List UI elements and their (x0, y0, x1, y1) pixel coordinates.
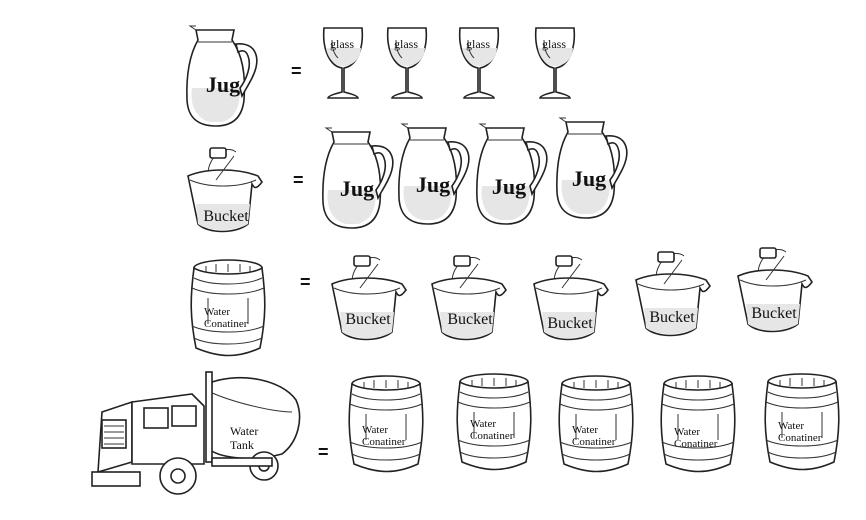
jug-label: Jug (491, 174, 527, 199)
glass-label: glass (466, 37, 490, 51)
equals-sign: = (291, 61, 302, 81)
bucket-icon (187, 147, 263, 233)
equals-sign: = (300, 272, 311, 292)
water-container-label-line2: Conatiner (470, 430, 514, 442)
water-tank-label-line2: Tank (230, 438, 254, 452)
jug-label: Jug (339, 176, 375, 201)
equals-sign: = (318, 442, 329, 462)
water-container-label: Water Conatiner (470, 418, 513, 442)
bucket-icon (533, 255, 609, 341)
bucket-label: Bucket (751, 305, 797, 322)
water-container-label-line2: Conatiner (778, 432, 822, 444)
bucket-icon (431, 255, 507, 341)
jug-label: Jug (205, 72, 241, 97)
water-container-label-line2: Conatiner (362, 436, 406, 448)
water-tank-truck-icon (91, 371, 301, 495)
water-container-label-line1: Water (470, 418, 496, 430)
water-tank-label: Water Tank (230, 424, 258, 452)
bucket-icon (635, 251, 711, 337)
water-container-label-line1: Water (204, 306, 230, 318)
water-container-label: Water Conatiner (778, 420, 821, 444)
barrel-icon (660, 375, 736, 473)
water-container-label: Water Conatiner (674, 426, 717, 450)
bucket-label: Bucket (203, 208, 249, 225)
water-container-label-line2: Conatiner (204, 318, 248, 330)
glass-label: glass (394, 37, 418, 51)
bucket-label: Bucket (447, 311, 493, 328)
bucket-icon (331, 255, 407, 341)
bucket-label: Bucket (547, 315, 593, 332)
water-container-label-line1: Water (362, 424, 388, 436)
bucket-label: Bucket (649, 309, 695, 326)
equals-sign: = (293, 170, 304, 190)
water-container-label-line2: Conatiner (572, 436, 616, 448)
glass-label: glass (330, 37, 354, 51)
water-container-label-line1: Water (778, 420, 804, 432)
water-container-label-line1: Water (572, 424, 598, 436)
jug-label: Jug (571, 166, 607, 191)
jug-icon (476, 123, 548, 225)
water-container-label: Water Conatiner (572, 424, 615, 448)
water-container-label-line2: Conatiner (674, 438, 718, 450)
water-container-label: Water Conatiner (362, 424, 405, 448)
glass-label: glass (542, 37, 566, 51)
bucket-label: Bucket (345, 311, 391, 328)
jug-label: Jug (415, 172, 451, 197)
water-tank-label-line1: Water (230, 424, 259, 438)
bucket-icon (737, 247, 813, 333)
water-container-label-line1: Water (674, 426, 700, 438)
water-container-label: Water Conatiner (204, 306, 247, 330)
